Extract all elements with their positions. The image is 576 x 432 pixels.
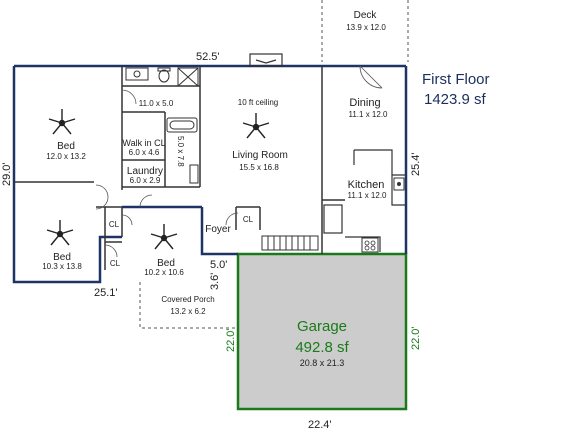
floor-title: First Floor bbox=[422, 71, 490, 88]
dimension-garage-left: 22.0' bbox=[225, 328, 237, 352]
door-swing-icon bbox=[95, 65, 383, 258]
garage-size: 20.8 x 21.3 bbox=[300, 358, 345, 368]
living-name: Living Room bbox=[232, 150, 288, 161]
walk-in-size: 6.0 x 4.6 bbox=[129, 148, 160, 157]
dimension-bottom-left-width: 25.1' bbox=[94, 287, 118, 299]
bed2-name: Bed bbox=[53, 252, 71, 263]
floor-area: 1423.9 sf bbox=[424, 91, 487, 108]
bed2-size: 10.3 x 13.8 bbox=[42, 262, 82, 271]
bed-main-size: 12.0 x 13.2 bbox=[46, 152, 86, 161]
laundry-size: 6.0 x 2.9 bbox=[130, 176, 161, 185]
shower-icon bbox=[177, 67, 199, 87]
dining-name: Dining bbox=[349, 97, 380, 109]
ceiling-fan-icon bbox=[48, 109, 76, 135]
living-note: 10 ft ceiling bbox=[238, 98, 278, 107]
closet-small-size: 5.0 x 7.8 bbox=[176, 136, 185, 167]
bed-main-name: Bed bbox=[57, 141, 75, 152]
ceiling-fan-icon bbox=[46, 220, 74, 246]
garage-name: Garage bbox=[297, 318, 347, 335]
closet-label: CL bbox=[110, 259, 121, 268]
bathtub-icon bbox=[166, 117, 198, 133]
kitchen-name: Kitchen bbox=[348, 179, 385, 191]
ceiling-fan-icon bbox=[150, 224, 178, 250]
ceiling-fan-icon bbox=[242, 113, 270, 139]
deck-size: 13.9 x 12.0 bbox=[346, 23, 386, 32]
dimension-left-height: 29.0' bbox=[1, 162, 13, 186]
dimension-right-height: 25.4' bbox=[410, 152, 422, 176]
closet-label: CL bbox=[243, 215, 254, 224]
garage-area-label: 492.8 sf bbox=[295, 339, 349, 356]
living-size: 15.5 x 16.8 bbox=[239, 163, 279, 172]
closet-label: CL bbox=[109, 220, 120, 229]
kitchen-counters bbox=[323, 149, 406, 252]
bed3-name: Bed bbox=[157, 258, 175, 269]
bathtub-icon bbox=[189, 164, 199, 184]
interior-walls bbox=[14, 66, 345, 270]
sink-icon bbox=[393, 177, 405, 191]
fireplace-icon bbox=[249, 53, 283, 67]
walk-in-name: Walk in CL bbox=[122, 138, 165, 148]
bath-size: 11.0 x 5.0 bbox=[139, 99, 174, 108]
porch-outline bbox=[139, 282, 238, 329]
kitchen-size: 11.1 x 12.0 bbox=[348, 191, 388, 200]
dimension-porch-depth: 3.6' bbox=[209, 273, 221, 290]
dimension-garage-right: 22.0' bbox=[410, 326, 422, 350]
dimension-top-width: 52.5' bbox=[196, 51, 220, 63]
sink-icon bbox=[125, 67, 149, 81]
stairs-icon bbox=[261, 235, 319, 251]
foyer-name: Foyer bbox=[205, 224, 231, 235]
porch-name: Covered Porch bbox=[161, 295, 214, 304]
dimension-porch-width: 5.0' bbox=[210, 259, 227, 271]
range-icon bbox=[361, 237, 379, 253]
deck-outline bbox=[321, 0, 409, 62]
bed3-size: 10.2 x 10.6 bbox=[144, 268, 184, 277]
deck-name: Deck bbox=[354, 10, 378, 21]
porch-size: 13.2 x 6.2 bbox=[170, 307, 206, 316]
exterior-walls bbox=[12, 64, 408, 284]
laundry-name: Laundry bbox=[127, 166, 163, 177]
dimension-garage-bottom: 22.4' bbox=[308, 419, 332, 431]
dining-size: 11.1 x 12.0 bbox=[349, 110, 389, 119]
toilet-icon bbox=[157, 67, 171, 83]
